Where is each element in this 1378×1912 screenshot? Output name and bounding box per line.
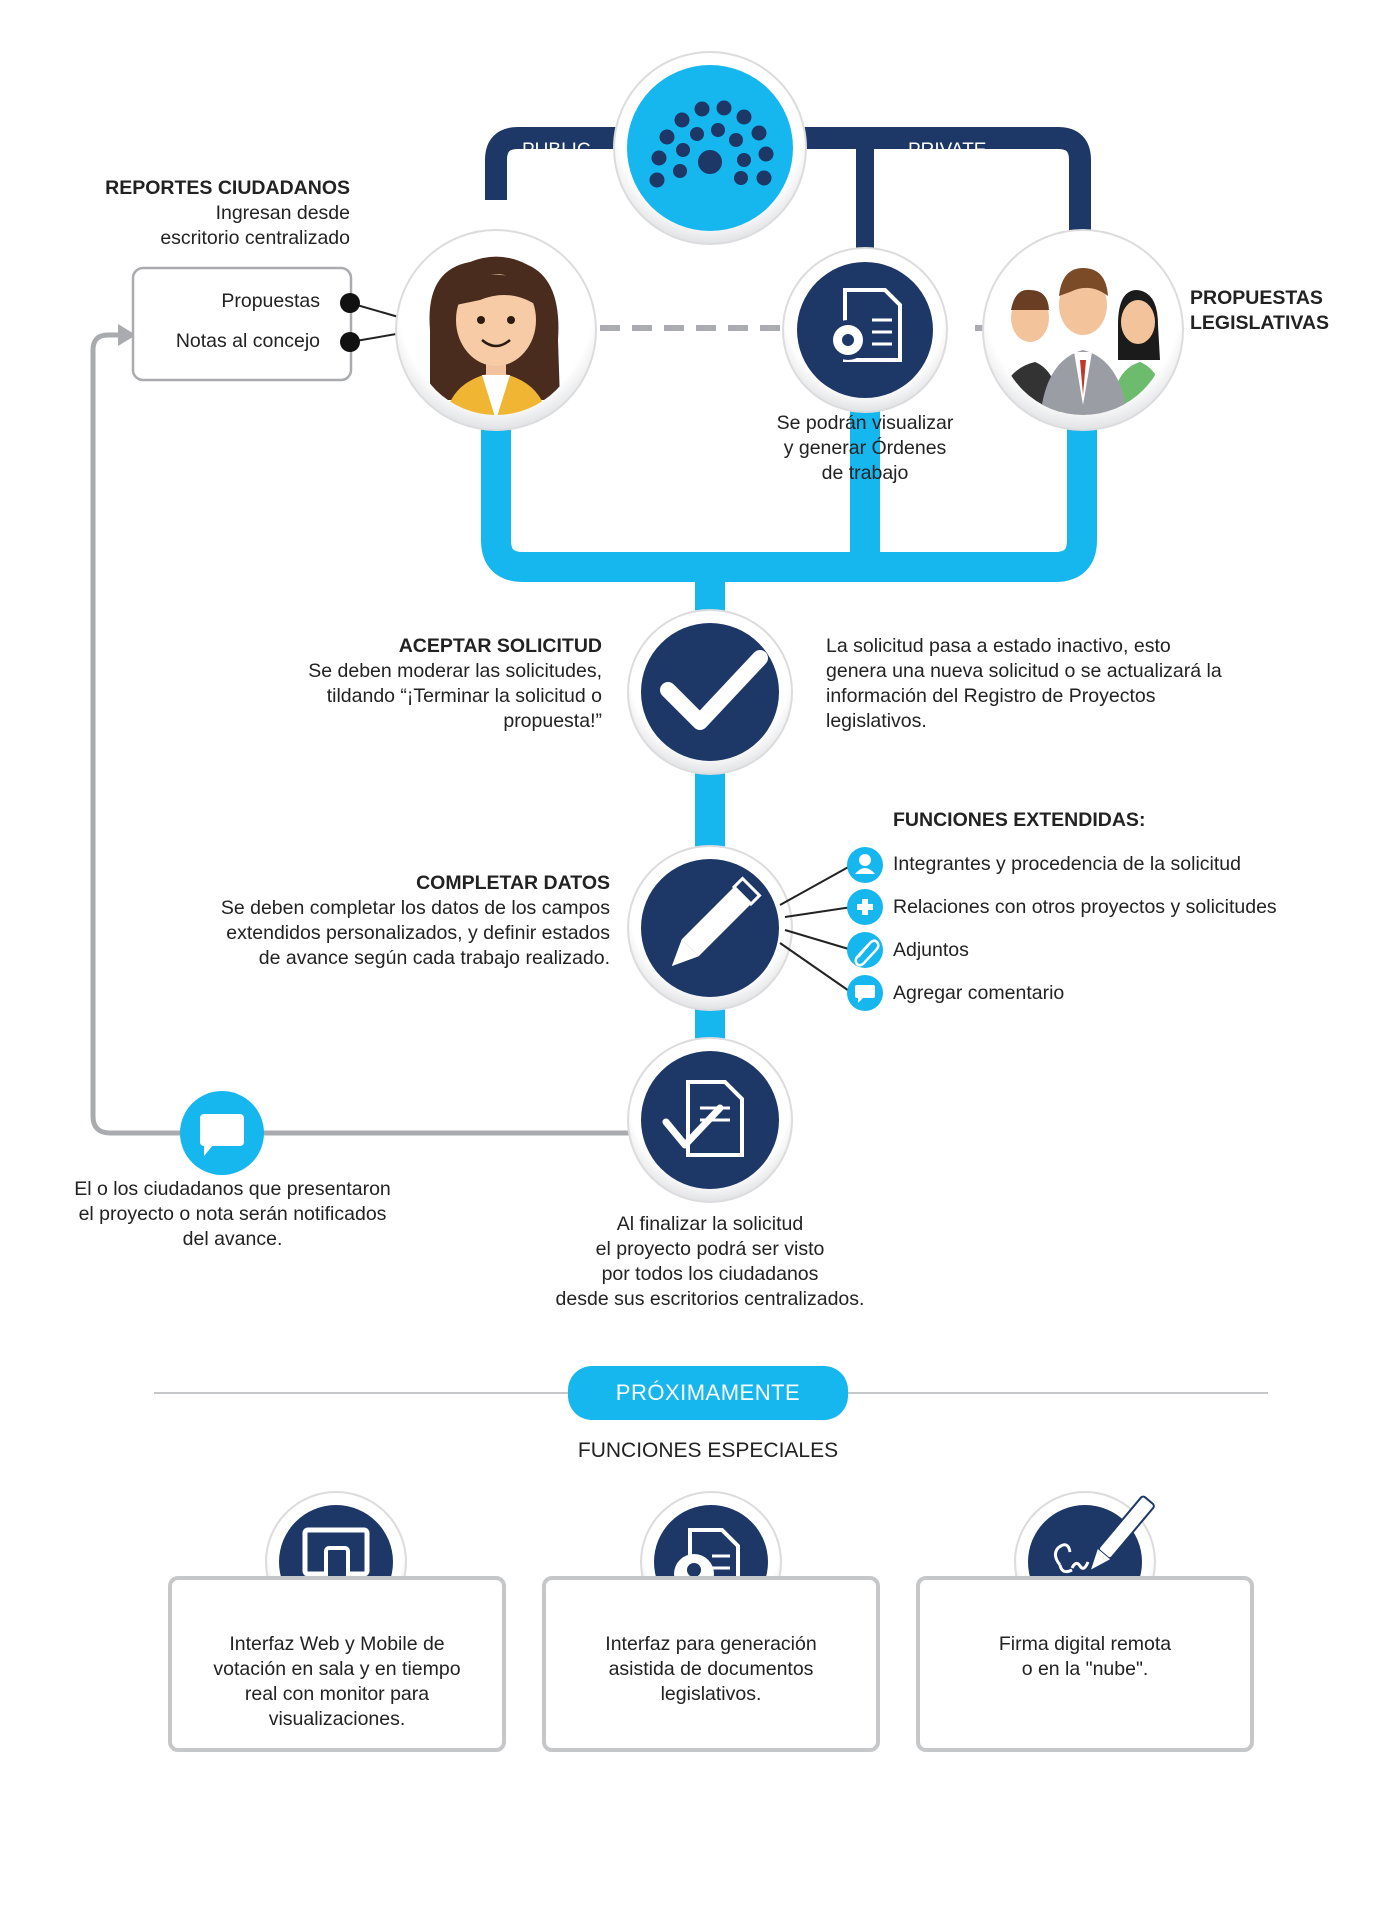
user-icon (847, 847, 883, 883)
card-signature-line1: Firma digital remota (998, 1633, 1172, 1655)
reportes-desc-line1: Ingresan desde (215, 202, 350, 224)
card-voting-line2: votación en sala y en tiempo (213, 1658, 461, 1680)
aceptar-result-line2: genera una nueva solicitud o se actualiz… (826, 660, 1222, 682)
notificacion-line1: El o los ciudadanos que presentaron (74, 1178, 391, 1200)
propuestas-legislativas-line2: LEGISLATIVAS (1190, 312, 1330, 334)
special-function-card-voting: Interfaz Web y Mobile de votación en sal… (168, 1576, 506, 1752)
notification-chat-icon (180, 1091, 264, 1175)
completar-title: COMPLETAR DATOS (416, 872, 610, 894)
finalizar-line3: por todos los ciudadanos (601, 1263, 819, 1285)
reportes-item-notas: Notas al concejo (175, 330, 320, 352)
aceptar-result-line1: La solicitud pasa a estado inactivo, est… (826, 635, 1171, 657)
finalizar-line2: el proyecto podrá ser visto (595, 1238, 825, 1260)
ordenes-line2: y generar Órdenes (783, 437, 947, 459)
aceptar-title: ACEPTAR SOLICITUD (398, 635, 602, 657)
comment-icon (847, 975, 883, 1011)
paperclip-icon (847, 932, 883, 968)
completar-line2: extendidos personalizados, y definir est… (226, 922, 610, 944)
completar-line1: Se deben completar los datos de los camp… (220, 897, 610, 919)
private-label: PRIVATE (908, 140, 986, 161)
proximamente-pill: PRÓXIMAMENTE (568, 1366, 848, 1420)
finalize-document-icon (627, 1037, 793, 1203)
reportes-title: REPORTES CIUDADANOS (105, 177, 350, 199)
ordenes-line1: Se podrán visualizar (776, 412, 954, 434)
funcion-item-integrantes: Integrantes y procedencia de la solicitu… (893, 853, 1241, 875)
funciones-especiales-title: FUNCIONES ESPECIALES (577, 1439, 839, 1462)
finalizar-line1: Al finalizar la solicitud (616, 1213, 804, 1235)
completar-line3: de avance según cada trabajo realizado. (258, 947, 610, 969)
work-orders-icon (782, 247, 948, 413)
funcion-item-adjuntos: Adjuntos (893, 939, 969, 961)
feedback-loop-arrow (90, 324, 640, 1136)
card-voting-line3: real con monitor para (244, 1683, 430, 1705)
assembly-dome-icon (613, 51, 807, 245)
edit-pencil-icon (627, 845, 793, 1011)
bullet-dot (340, 332, 360, 352)
flow-connector (481, 400, 1097, 1080)
notificacion-line2: el proyecto o nota serán notificados (78, 1203, 387, 1225)
propuestas-legislativas-line1: PROPUESTAS (1190, 287, 1323, 309)
aceptar-line2: tildando “¡Terminar la solicitud o (326, 685, 602, 707)
accept-check-icon (627, 609, 793, 775)
aceptar-result-line3: información del Registro de Proyectos (826, 685, 1156, 707)
card-documents-line1: Interfaz para generación (605, 1633, 817, 1655)
reportes-box (131, 266, 353, 382)
reportes-item-propuestas: Propuestas (221, 290, 320, 312)
funcion-item-comentario: Agregar comentario (893, 982, 1065, 1004)
notificacion-line3: del avance. (182, 1228, 283, 1250)
special-function-card-documents: Interfaz para generación asistida de doc… (542, 1576, 880, 1752)
reportes-desc-line2: escritorio centralizado (160, 227, 350, 249)
ordenes-line3: de trabajo (821, 462, 909, 484)
finalizar-line4: desde sus escritorios centralizados. (555, 1288, 865, 1310)
aceptar-result-line4: legislativos. (826, 710, 927, 732)
aceptar-line3: propuesta!” (503, 710, 602, 732)
funcion-item-relaciones: Relaciones con otros proyectos y solicit… (893, 896, 1277, 918)
card-documents-line2: asistida de documentos (608, 1658, 814, 1680)
card-signature-line2: o en la "nube". (1021, 1658, 1149, 1680)
card-voting-line1: Interfaz Web y Mobile de (229, 1633, 445, 1655)
card-documents-line3: legislativos. (660, 1683, 762, 1705)
public-private-frame (485, 127, 1091, 260)
citizen-avatar (395, 229, 597, 431)
public-label: PUBLIC (522, 140, 591, 161)
funciones-title: FUNCIONES EXTENDIDAS: (893, 809, 1146, 831)
legislators-avatar (982, 229, 1184, 431)
plus-icon (847, 889, 883, 925)
bullet-dot (340, 293, 360, 313)
card-voting-line4: visualizaciones. (268, 1708, 406, 1730)
special-function-card-signature: Firma digital remota o en la "nube". (916, 1576, 1254, 1752)
aceptar-line1: Se deben moderar las solicitudes, (308, 660, 602, 682)
